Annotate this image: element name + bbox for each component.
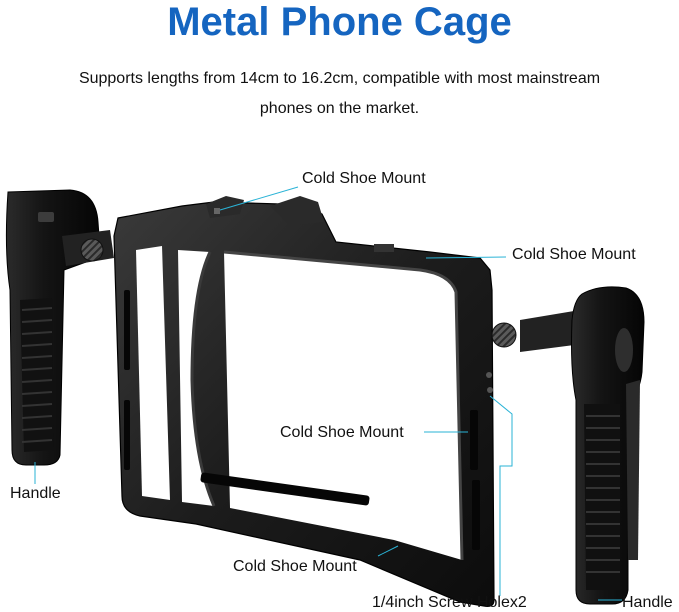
- callout-screw-hole: 1/4inch Screw Holex2: [372, 594, 527, 611]
- product-subtitle: Supports lengths from 14cm to 16.2cm, co…: [0, 64, 679, 124]
- right-knob-icon: [491, 322, 517, 348]
- callout-handle-left: Handle: [10, 485, 61, 502]
- subtitle-line-1: Supports lengths from 14cm to 16.2cm, co…: [78, 70, 601, 87]
- callout-cold-shoe-right: Cold Shoe Mount: [512, 246, 636, 263]
- right-handle: [520, 286, 645, 605]
- cage-frame: [113, 196, 495, 607]
- callout-cold-shoe-bottom: Cold Shoe Mount: [233, 558, 357, 575]
- callout-handle-right: Handle: [622, 594, 673, 611]
- subtitle-line-2: phones on the market.: [259, 100, 420, 117]
- callout-cold-shoe-middle: Cold Shoe Mount: [280, 424, 404, 441]
- callout-cold-shoe-top: Cold Shoe Mount: [302, 170, 426, 187]
- left-handle: [5, 189, 114, 466]
- callout-leader-lines: [34, 186, 622, 601]
- left-knob-icon: [80, 238, 104, 262]
- product-title: Metal Phone Cage: [167, 0, 512, 44]
